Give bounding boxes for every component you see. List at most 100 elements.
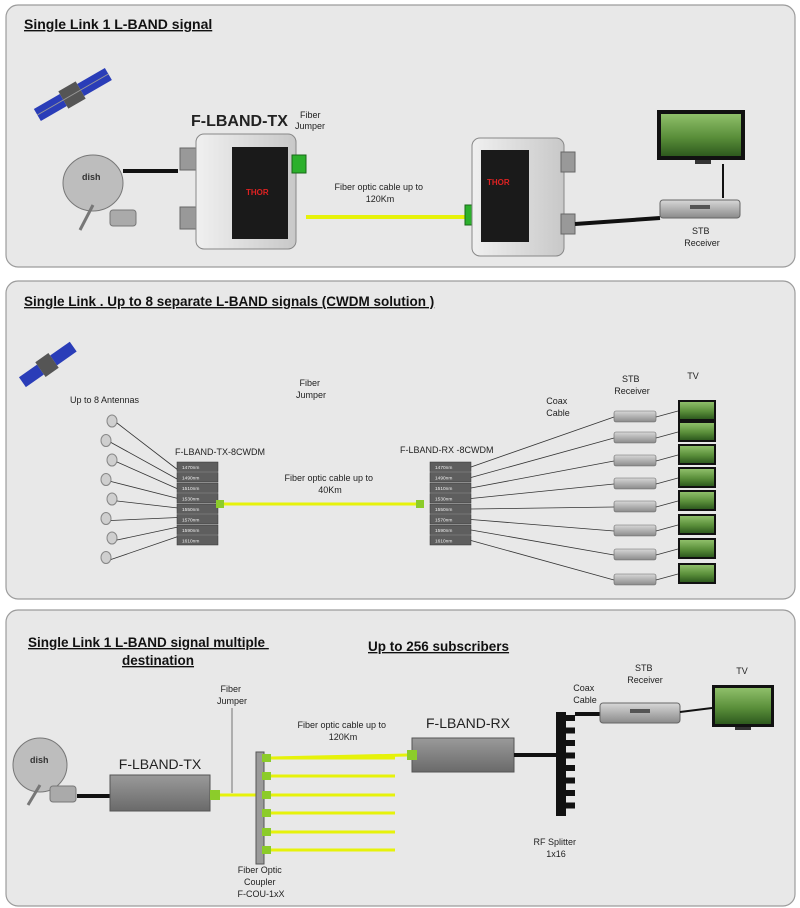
antenna-icon [100,551,112,564]
splitter-port [566,802,575,809]
stb-tv-link [655,573,679,581]
fiber-cable-label: Fiber optic cable up to 120Km [334,182,425,204]
stb-tv-link [655,431,679,439]
panel-multiple-destination: Single Link 1 L-BAND signal multiple des… [5,609,796,907]
receiver-array [470,400,716,586]
tv-screen [680,540,714,557]
stb-icon [613,454,657,467]
stb-icon [659,199,741,219]
svg-text:THOR: THOR [487,178,510,187]
cwdm-port [176,503,219,514]
antenna-coax-line [116,461,179,490]
coupler-body [255,751,265,865]
stb-tv-link [679,707,713,713]
tx-label: F-LBAND-TX [191,113,288,130]
tx-brand: THOR [246,188,269,197]
stb-icon [613,431,657,444]
panel-2-frame [5,280,796,600]
tv-screen [680,402,714,419]
satellite-icon [18,341,77,388]
wavelength-label: 1590nm [182,528,199,534]
antenna-coax-line [116,422,179,471]
svg-text:dish: dish [30,755,49,765]
splitter-port [566,752,575,759]
cwdm-port [176,524,219,535]
fiber-jumper-label: Fiber Jumper [217,684,247,706]
tv-screen [680,516,714,533]
tv-screen [680,446,714,463]
satellite-icon [33,67,112,122]
splitter-port [566,740,575,746]
fiber-connector [210,790,220,800]
stb-tv-link [655,410,679,418]
fiber-cable-label: Fiber optic cable up to 40Km [284,473,375,495]
fiber-jumper-label: Fiber Jumper [296,378,326,400]
fiber-connector [262,828,271,836]
stb-label: STB Receiver [684,226,720,248]
stb-icon [613,524,657,537]
panel-2-title: Single Link . Up to 8 separate L-BAND si… [24,294,434,309]
antenna-coax-line [110,536,179,560]
antenna-icon [106,453,118,467]
fiber-connector [416,500,424,508]
coax-line [470,460,615,489]
splitter-port [566,777,575,784]
cwdm-rx-label: F-LBAND-RX -8CWDM [400,445,494,455]
tv-label: TV [687,371,699,381]
wavelength-label: 1570nm [435,518,452,524]
fiber-optic-coupler [255,751,408,865]
rx-device [411,737,515,773]
rx-device: THOR [464,137,576,257]
wavelength-label: 1470nm [182,465,199,471]
fiber-cable-label: Fiber optic cable up to 120Km [297,720,388,742]
cwdm-tx-device: 1470nm1490nm1510nm1530nm1550nm1570nm1590… [176,461,219,546]
wavelength-label: 1510nm [435,486,452,492]
fiber-connector [262,772,271,780]
cwdm-port [176,514,219,525]
lnb-icon [49,785,77,803]
coax-label: Coax Cable [573,683,597,705]
stb-icon [613,573,657,586]
dish-antenna-icon: dish [12,737,77,806]
antenna-coax-line [110,442,179,480]
dish-antenna-icon: dish [62,154,137,231]
wavelength-label: 1530nm [435,497,452,503]
tv-screen [680,423,714,440]
antenna-icon [106,414,118,428]
stb-tv-link [655,548,679,556]
antenna-icon [106,492,118,506]
coax-line [470,506,615,510]
lnb-icon [109,209,137,227]
antenna-icon [106,531,118,545]
stb-icon [599,702,681,724]
wavelength-label: 1570nm [182,518,199,524]
coax-line [470,483,615,499]
splitter-port [566,765,575,771]
tv-screen [680,492,714,509]
antenna-icon [100,473,112,486]
wavelength-label: 1590nm [435,528,452,534]
cwdm-tx-label: F-LBAND-TX-8CWDM [175,447,265,457]
tv-icon [657,110,745,164]
stb-icon [613,500,657,513]
cwdm-port [176,461,219,472]
coupler-label: Fiber Optic Coupler F-COU-1xX [238,865,285,899]
rx-label: F-LBAND-RX [426,715,511,731]
panel-3-frame [5,609,796,907]
stb-label: STB Receiver [614,374,650,396]
coax-line [470,416,615,468]
tv-screen [680,469,714,486]
wavelength-label: 1610nm [182,539,199,545]
antenna-coax-line [116,500,179,509]
coax-line [470,519,615,532]
wavelength-label: 1470nm [435,465,452,471]
cwdm-rx-device: 1470nm1490nm1510nm1530nm1550nm1570nm1590… [429,461,472,546]
panel-1-title: Single Link 1 L-BAND signal [24,16,212,32]
fiber-connector [262,754,271,762]
stb-tv-link [655,454,679,462]
wavelength-label: 1550nm [182,507,199,513]
stb-icon [613,548,657,561]
fiber-connector [216,500,224,508]
svg-text:dish: dish [82,172,101,182]
